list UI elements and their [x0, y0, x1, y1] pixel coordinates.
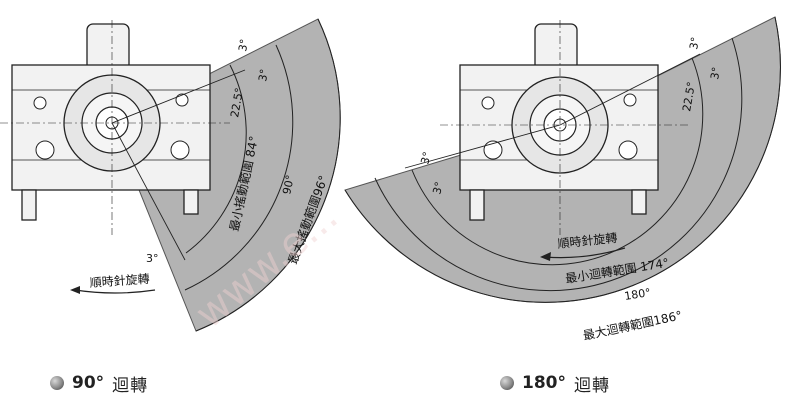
right-angle-3-top: 3° — [687, 36, 702, 51]
left-mid-range-label: 90° — [280, 174, 297, 196]
right-direction-label: 順時針旋轉 — [557, 230, 618, 251]
left-arrow-head — [70, 286, 80, 294]
left-angle-22-5: 22.5° — [228, 87, 246, 119]
caption-90: 90° 迴轉 — [50, 370, 148, 396]
left-edge-line-2 — [111, 122, 186, 261]
caption-180-text: 迴轉 — [574, 375, 610, 396]
right-angle-3-mid: 3° — [708, 66, 723, 81]
right-rotation-diagram: 22.5° 3° 3° 3° 3° 順時針旋轉 最小迴轉範圍 174° 180°… — [344, 16, 781, 343]
bullet-icon — [500, 376, 514, 390]
left-edge-line — [111, 69, 246, 124]
left-direction-label: 順時針旋轉 — [89, 271, 150, 290]
caption-180: 180° 迴轉 — [500, 370, 610, 396]
left-angle-3-top: 3° — [236, 38, 251, 53]
right-edge-line — [559, 53, 701, 126]
caption-90-value: 90° — [72, 373, 105, 393]
right-arrow-head — [540, 252, 551, 261]
caption-90-text: 迴轉 — [112, 375, 149, 396]
left-actuator-body — [0, 20, 230, 235]
right-max-range-label: 最大迴轉範圍186° — [582, 307, 684, 343]
right-actuator-body — [440, 20, 690, 235]
left-angle-3-bottom: 3° — [146, 252, 159, 265]
right-arc-min — [411, 57, 704, 266]
right-angle-3-left: 3° — [418, 150, 434, 165]
caption-180-value: 180° — [522, 373, 566, 393]
left-arc-max — [195, 18, 341, 332]
right-rotation-arrow — [544, 247, 626, 259]
right-arc-max — [344, 16, 781, 303]
right-angle-22-5: 22.5° — [680, 81, 698, 113]
left-arc-min — [185, 64, 247, 254]
left-arc-mid — [184, 44, 294, 291]
right-angle-3-left-b: 3° — [430, 180, 446, 195]
right-mid-range-label: 180° — [623, 286, 651, 303]
right-edge-line-2 — [404, 124, 561, 169]
bullet-icon — [50, 376, 64, 390]
left-angle-3-mid: 3° — [256, 68, 271, 83]
right-arc-mid — [374, 37, 743, 292]
left-rotation-diagram: 22.5° 3° 3° 3° 最小搖動範圍 84° 90° 最大搖動範圍96° … — [0, 18, 341, 332]
left-rotation-arrow — [74, 289, 156, 294]
